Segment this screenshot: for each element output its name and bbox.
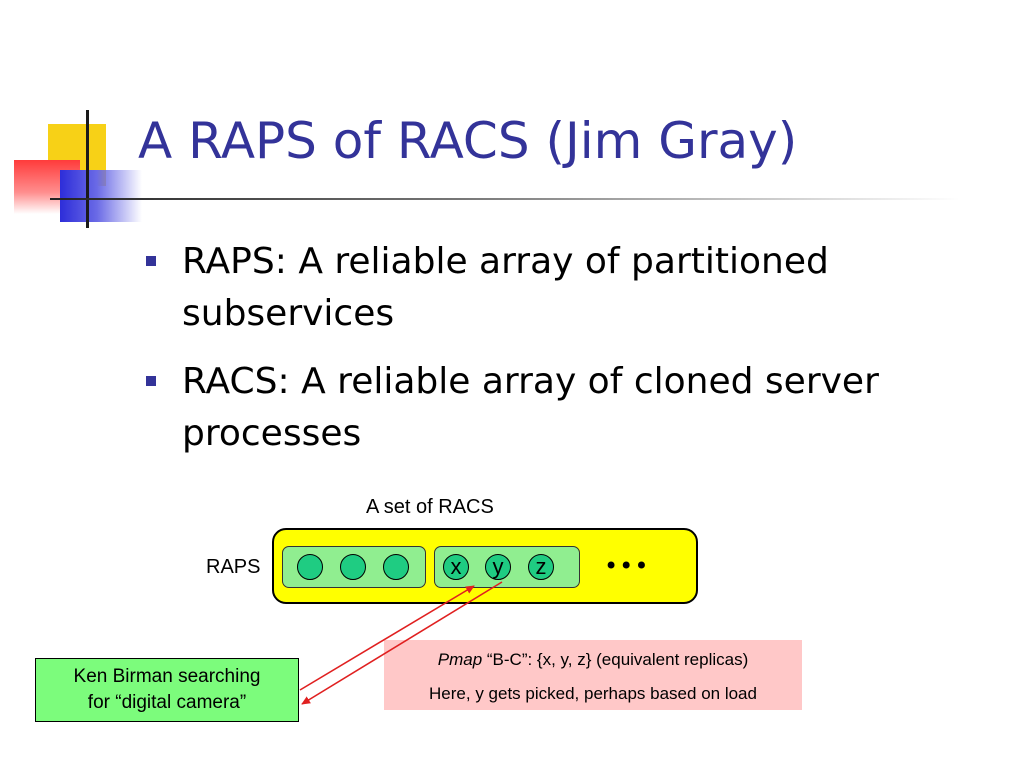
replica-label-y: y — [492, 554, 504, 579]
square-bullet-icon — [146, 376, 156, 386]
raps-label: RAPS — [206, 556, 261, 578]
bullet-text: RACS: A reliable array of cloned server … — [182, 361, 879, 454]
replica-node-z — [528, 554, 554, 580]
bullet-text: RAPS: A reliable array of partitioned su… — [182, 241, 829, 334]
replica-node-y — [485, 554, 511, 580]
set-of-racs-label: A set of RACS — [366, 496, 494, 518]
client-request-line-1: Ken Birman searching — [73, 666, 261, 687]
pmap-mapping: “B-C”: {x, y, z} (equivalent replicas) — [482, 650, 749, 669]
ellipsis-more-groups: ••• — [604, 552, 650, 580]
racs-group-selected: x y z — [434, 546, 580, 588]
pmap-term: Pmap — [437, 650, 483, 669]
replica-node — [340, 554, 366, 580]
pmap-note-box: Pmap “B-C”: {x, y, z} (equivalent replic… — [384, 640, 802, 710]
decorative-blue-square — [60, 170, 142, 222]
replica-node — [297, 554, 323, 580]
replica-node — [383, 554, 409, 580]
replica-label-x: x — [450, 554, 462, 579]
racs-group — [282, 546, 426, 588]
client-request-line-2: for “digital camera” — [87, 692, 247, 713]
replica-label-z: z — [535, 554, 547, 579]
slide-title: A RAPS of RACS (Jim Gray) — [138, 112, 798, 170]
response-arrow — [301, 581, 503, 705]
client-request-box: Ken Birman searching for “digital camera… — [35, 658, 299, 722]
decorative-vertical-line — [86, 110, 89, 228]
replica-node-x — [443, 554, 469, 580]
request-arrow — [299, 585, 475, 691]
title-underline-rule — [50, 198, 960, 200]
square-bullet-icon — [146, 256, 156, 266]
pmap-note-line-2: Here, y gets picked, perhaps based on lo… — [429, 684, 757, 703]
pmap-note-line-1: Pmap “B-C”: {x, y, z} (equivalent replic… — [384, 650, 802, 670]
